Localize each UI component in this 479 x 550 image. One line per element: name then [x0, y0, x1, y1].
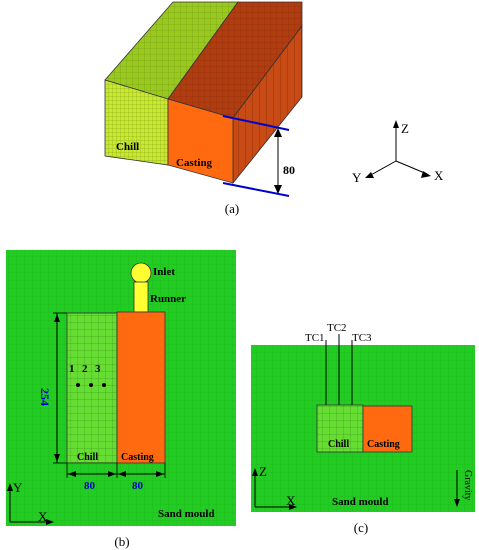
inlet-label: Inlet — [153, 266, 175, 278]
casting-width-label: 80 — [132, 480, 144, 492]
casting-block-c — [362, 405, 413, 453]
axis-y-label-b: Y — [13, 480, 23, 495]
tc-label-2: TC2 — [327, 322, 347, 334]
casting-block-b — [116, 311, 166, 464]
runner — [133, 281, 149, 313]
runner-label: Runner — [150, 293, 186, 305]
tc-label-3: TC3 — [352, 332, 372, 344]
tc-label-1: TC1 — [305, 332, 325, 344]
tc-number-2: 2 — [82, 363, 88, 375]
axis-x-label-c: X — [286, 493, 296, 508]
axis-x-label-b: X — [38, 509, 48, 524]
casting-label-b: Casting — [121, 452, 154, 463]
axis-y-label-a: Y — [352, 170, 362, 185]
sand-mould-label-b: Sand mould — [158, 508, 215, 520]
chill-block-b — [66, 312, 118, 464]
chill-label-b: Chill — [77, 452, 98, 463]
tc-number-3: 3 — [95, 363, 101, 375]
chill-block-c — [316, 404, 364, 453]
chill-width-label: 80 — [84, 480, 96, 492]
axis-z-label-a: Z — [401, 121, 409, 136]
tc-dot-3 — [102, 383, 106, 387]
height-dimension-label: 80 — [283, 163, 295, 177]
tc-dot-1 — [76, 383, 80, 387]
tc-number-1: 1 — [69, 363, 75, 375]
caption-b: (b) — [114, 534, 129, 549]
axis-triad-c — [252, 468, 297, 510]
casting-label-c: Casting — [367, 439, 400, 450]
caption-c: (c) — [354, 520, 368, 535]
axis-triad-a — [365, 120, 431, 178]
width-dimensions — [66, 463, 166, 478]
panel-a: Chill Casting 80 Z Y X (a) — [104, 1, 444, 216]
length-dimension — [53, 312, 67, 464]
axis-x-label-a: X — [434, 168, 444, 183]
gravity-label: Gravity — [462, 470, 473, 501]
front-face-casting — [167, 98, 234, 184]
casting-label: Casting — [176, 157, 213, 169]
panel-c: TC1 TC2 TC3 Chill Casting Z X Sand mould… — [251, 322, 475, 535]
height-dimension — [222, 115, 290, 197]
caption-a: (a) — [225, 201, 239, 216]
length-dimension-label: 254 — [38, 388, 52, 406]
sand-mould-label-c: Sand mould — [332, 496, 389, 508]
gravity-arrow — [454, 470, 460, 507]
chill-label: Chill — [116, 141, 139, 153]
axis-triad-b — [7, 483, 54, 525]
chill-label-c: Chill — [328, 439, 349, 450]
tc-dot-2 — [89, 383, 93, 387]
panel-b: Inlet Runner 1 2 3 Chill Casting 254 — [6, 250, 236, 549]
inlet-circle — [130, 262, 152, 284]
axis-z-label-c: Z — [259, 464, 267, 479]
